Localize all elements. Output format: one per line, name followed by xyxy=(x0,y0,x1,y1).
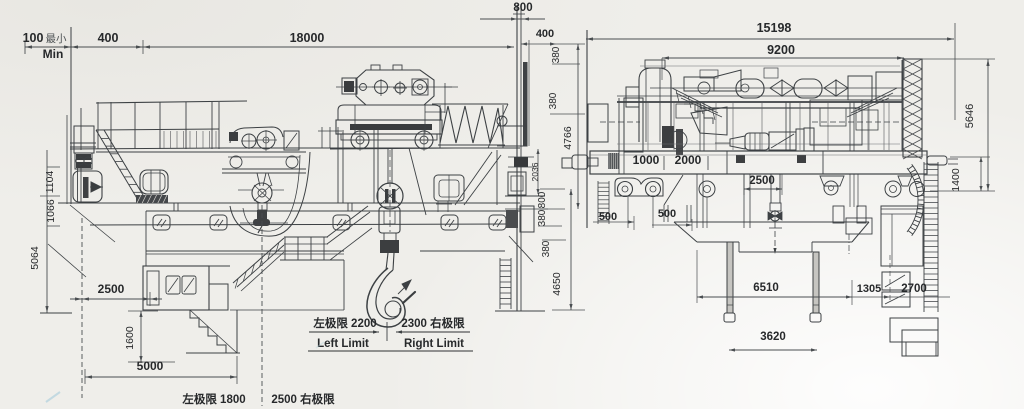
svg-text:800: 800 xyxy=(537,191,548,208)
svg-text:100: 100 xyxy=(23,31,44,45)
svg-text:Left Limit: Left Limit xyxy=(317,338,369,350)
svg-text:15198: 15198 xyxy=(757,21,792,35)
svg-text:左极限 1800: 左极限 1800 xyxy=(181,392,245,406)
svg-text:500: 500 xyxy=(658,208,676,220)
svg-text:2500: 2500 xyxy=(98,282,125,296)
svg-text:Right Limit: Right Limit xyxy=(404,338,464,350)
svg-text:1000: 1000 xyxy=(633,153,660,167)
svg-text:380: 380 xyxy=(548,92,559,109)
svg-text:2036: 2036 xyxy=(530,162,540,181)
svg-text:最小: 最小 xyxy=(46,33,67,45)
svg-text:380: 380 xyxy=(541,240,552,257)
svg-text:2300 右极限: 2300 右极限 xyxy=(401,316,465,330)
svg-text:1104: 1104 xyxy=(44,171,56,194)
svg-text:1600: 1600 xyxy=(124,326,136,350)
svg-text:400: 400 xyxy=(536,28,554,40)
svg-text:1305: 1305 xyxy=(857,283,881,295)
svg-text:400: 400 xyxy=(98,31,119,45)
svg-text:5000: 5000 xyxy=(137,359,164,373)
svg-text:1066: 1066 xyxy=(45,199,57,223)
svg-text:5646: 5646 xyxy=(964,104,976,128)
svg-text:18000: 18000 xyxy=(290,31,325,45)
svg-text:4766: 4766 xyxy=(562,126,574,150)
svg-text:左极限 2200: 左极限 2200 xyxy=(312,316,376,330)
svg-text:Min: Min xyxy=(43,47,64,61)
svg-text:2000: 2000 xyxy=(675,153,702,167)
svg-text:500: 500 xyxy=(599,211,617,223)
svg-text:2700: 2700 xyxy=(901,283,927,295)
svg-text:5064: 5064 xyxy=(29,246,41,270)
svg-text:2500 右极限: 2500 右极限 xyxy=(271,392,335,406)
svg-text:380: 380 xyxy=(551,46,562,63)
svg-text:1400: 1400 xyxy=(950,168,962,192)
svg-text:4650: 4650 xyxy=(551,272,563,296)
svg-text:380: 380 xyxy=(537,209,548,226)
svg-text:2500: 2500 xyxy=(749,175,775,187)
svg-text:6510: 6510 xyxy=(753,282,779,294)
svg-text:9200: 9200 xyxy=(767,43,795,57)
svg-text:3620: 3620 xyxy=(760,331,786,343)
svg-text:800: 800 xyxy=(513,2,532,14)
